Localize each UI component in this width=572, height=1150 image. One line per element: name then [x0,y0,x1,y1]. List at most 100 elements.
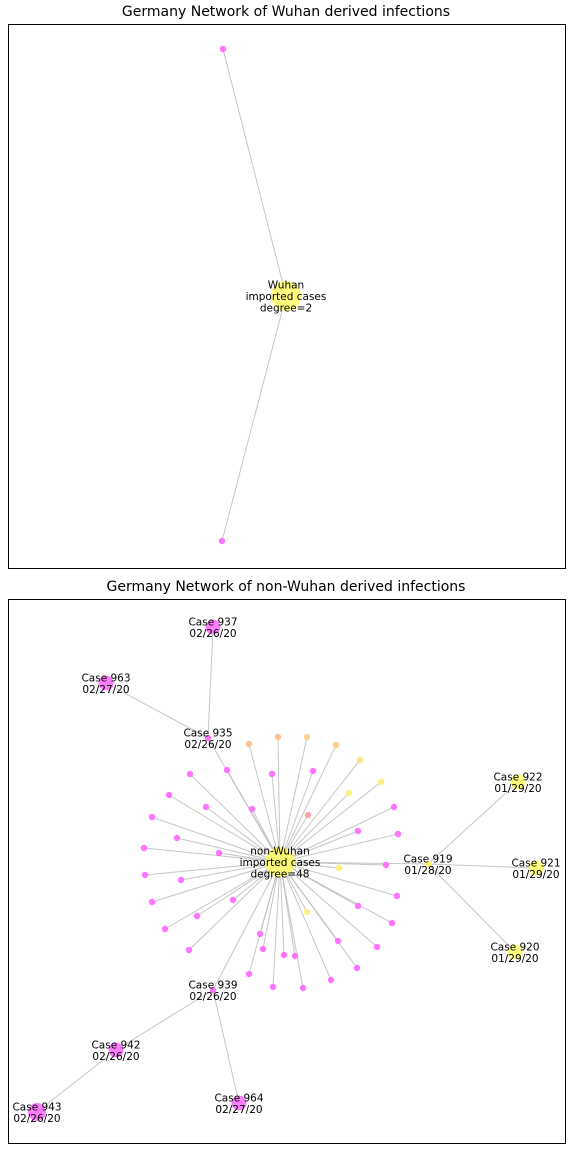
node-2-u25 [382,861,390,869]
edge-2-c919-c922 [427,781,519,865]
edge-2-c935-c963 [105,682,209,739]
node-label-2-c922-line-2: 01/29/20 [494,783,541,795]
node-2-u06 [377,778,385,786]
node-2-c942 [108,1042,124,1058]
node-label-2-c943-line-1: Case 943 [12,1101,61,1113]
node-1-a [219,45,227,53]
node-label-2-c963-line-2: 02/27/20 [82,684,129,696]
edge-1-hub-b [221,295,287,542]
node-2-u39 [280,951,288,959]
edge-2-hub-extra-5 [279,861,304,989]
edge-2-hub-u11 [226,769,281,863]
node-2-u04 [332,741,340,749]
edge-2-hub-u06 [279,781,382,863]
node-2-c935 [204,734,212,742]
edge-2-hub-u33 [279,861,393,924]
node-1-b [218,537,226,545]
node-2-u10 [303,908,311,916]
edge-2-hub-u20 [279,833,399,863]
node-2-extra-5 [299,984,307,992]
edge-2-c942-c943 [36,1049,117,1113]
panel-1-title: Germany Network of Wuhan derived infecti… [121,4,451,20]
edge-2-hub-u26 [180,861,281,881]
edge-2-c935-c937 [207,626,214,739]
edge-2-hub-u12 [189,773,281,863]
node-2-u01 [245,740,253,748]
node-2-hub [265,847,295,877]
edge-2-hub-extra-4 [272,861,281,988]
node-2-u11 [223,766,231,774]
node-2-u22 [173,834,181,842]
node-2-u15 [390,803,398,811]
edge-2-hub-u39 [279,861,285,956]
edge-2-hub-u16 [168,794,281,863]
edge-2-hub-u34 [164,861,281,930]
edge-2-hub-u15 [279,806,395,863]
node-2-u35 [256,930,264,938]
node-label-2-c939-line-1: Case 939 [188,979,237,991]
node-2-u18 [202,803,210,811]
node-label-2-c963-line-1: Case 963 [81,672,130,684]
node-2-u07 [345,789,353,797]
node-2-u32 [193,912,201,920]
node-2-u12 [186,770,194,778]
node-2-c920 [507,944,523,960]
node-2-c964 [231,1095,247,1111]
node-2-u29 [354,902,362,910]
node-label-2-c942-line-1: Case 942 [91,1039,140,1051]
node-2-u05 [356,756,364,764]
node-2-u38 [185,946,193,954]
node-2-u34 [161,925,169,933]
node-label-2-c920-line-1: Case 920 [490,941,539,953]
edge-2-hub-c939 [212,861,281,991]
node-2-u31 [229,896,237,904]
edge-2-hub-u04 [279,744,337,863]
node-label-1-hub-line-1: Wuhan [268,280,304,292]
node-label-2-c922-line-1: Case 922 [493,771,542,783]
node-2-extra-2 [291,952,299,960]
edge-2-hub-u30 [151,861,281,903]
edge-2-c919-c920 [427,863,516,953]
node-label-2-c937-line-1: Case 937 [188,616,237,628]
edge-2-hub-u21 [151,816,281,863]
node-2-u26 [177,876,185,884]
node-2-u09 [335,864,343,872]
node-2-extra-6 [327,976,335,984]
node-2-u02 [274,733,282,741]
edge-2-hub-u27 [144,861,281,876]
edge-2-hub-u40 [279,861,358,969]
edge-2-hub-u32 [196,861,281,917]
node-2-u36 [334,937,342,945]
edge-2-c939-c964 [212,989,240,1104]
node-2-u21 [148,813,156,821]
node-label-2-c939-line-2: 02/26/20 [189,991,236,1003]
node-label-2-c919-line-1: Case 919 [403,853,452,865]
panel-2-title: Germany Network of non-Wuhan derived inf… [106,579,466,595]
node-label-2-c943-line-2: 02/26/20 [13,1113,60,1125]
node-2-u03 [303,733,311,741]
node-label-2-c964-line-1: Case 964 [214,1092,263,1104]
node-2-c919 [424,860,432,868]
node-label-2-c935-line-1: Case 935 [183,727,232,739]
edge-2-hub-u38 [188,861,281,951]
node-2-extra-1 [259,945,267,953]
node-2-extra-4 [269,983,277,991]
node-label-2-hub-line-3: degree=48 [251,869,310,881]
node-2-extra-3 [245,970,253,978]
node-2-u17 [248,805,256,813]
node-label-2-hub-line-2: imported cases [240,857,321,869]
node-label-2-c921-line-2: 01/29/20 [512,869,559,881]
node-label-2-c920-line-2: 01/29/20 [491,953,538,965]
node-2-u33 [388,919,396,927]
edge-2-c919-c921 [427,863,537,869]
node-2-u27 [141,871,149,879]
node-2-u20 [394,830,402,838]
edge-2-hub-u28 [279,861,398,897]
node-label-2-c935-line-2: 02/26/20 [184,739,231,751]
node-label-2-c937-line-2: 02/26/20 [189,628,236,640]
edge-2-hub-u24 [143,847,281,863]
node-label-2-c919-line-2: 01/28/20 [404,865,451,877]
node-label-2-c921-line-1: Case 921 [511,857,560,869]
edge-2-hub-extra-3 [248,861,281,975]
